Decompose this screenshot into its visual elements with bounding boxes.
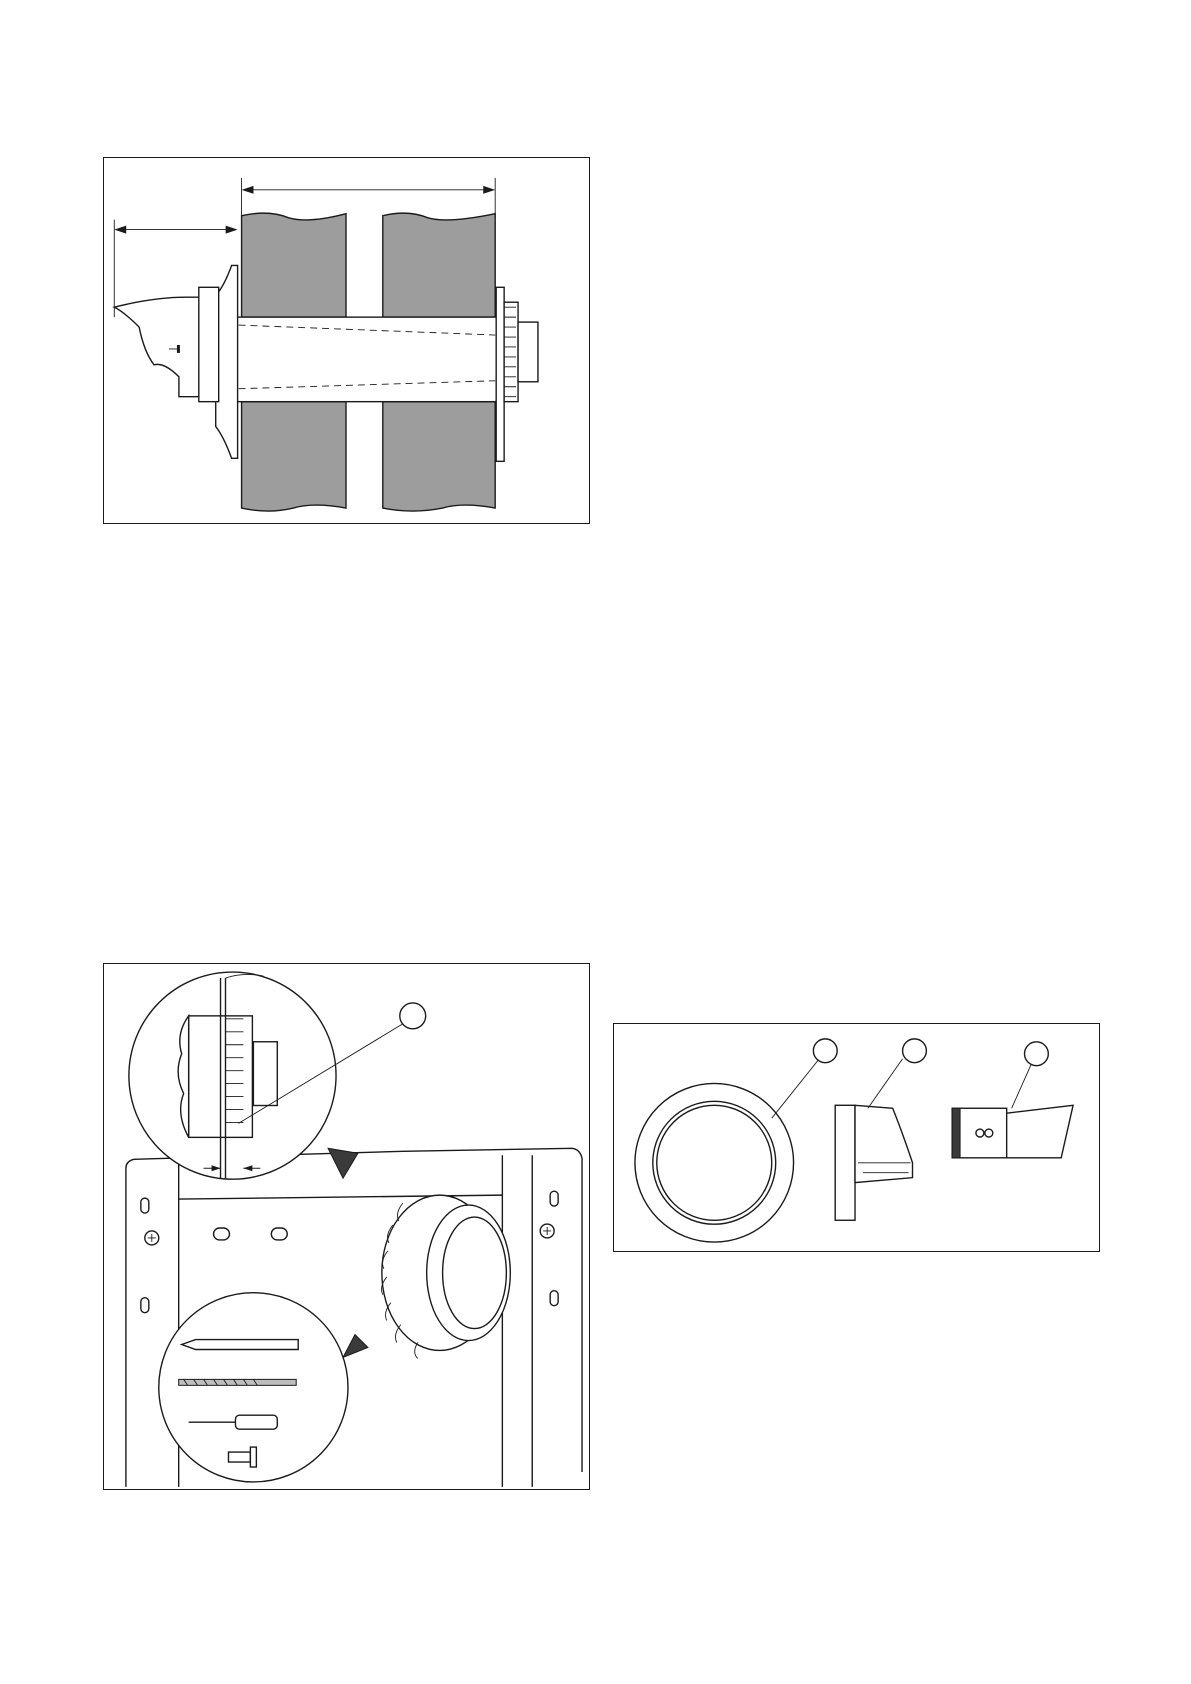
figure-terminal-parts [613, 1023, 1100, 1252]
mounting-collar [382, 1195, 511, 1358]
part-terminal-tube [952, 1042, 1073, 1158]
wall-terminal-drawing [104, 158, 589, 523]
terminal-outer [114, 265, 237, 458]
magnifier-clip-detail [129, 972, 426, 1179]
drill-bit-icon [179, 1379, 297, 1385]
callout-marker [1025, 1042, 1049, 1066]
flue-pipe [237, 317, 498, 402]
dimension-wall-thickness [242, 178, 496, 218]
magnifier-tools [159, 1293, 368, 1482]
terminal-parts-drawing [614, 1024, 1099, 1251]
mounting-detail-drawing [104, 964, 589, 1489]
callout-marker [813, 1039, 837, 1063]
part-wall-rosette [635, 1039, 837, 1242]
terminal-grille [496, 287, 538, 461]
callout-marker [400, 1003, 426, 1029]
part-elbow-outlet [835, 1039, 926, 1220]
figure-mounting-detail [103, 963, 590, 1490]
figure-wall-terminal [103, 157, 590, 524]
callout-marker [903, 1039, 927, 1063]
pencil-icon [182, 1340, 299, 1350]
